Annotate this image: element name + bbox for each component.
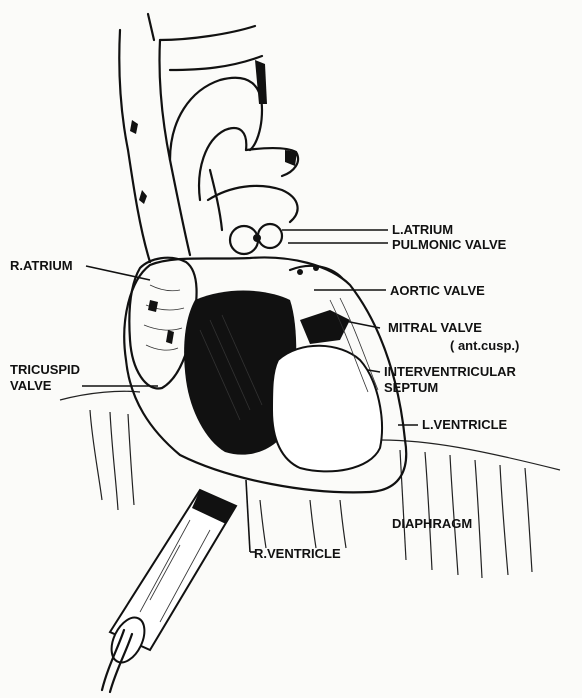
label-aortic-valve: AORTIC VALVE (390, 283, 485, 298)
label-pulmonic-valve: PULMONIC VALVE (392, 237, 507, 252)
label-mitral-valve: MITRAL VALVE (388, 320, 482, 335)
label-interventricular-line1: INTERVENTRICULAR (384, 364, 517, 379)
superior-vena-cava (119, 14, 262, 262)
aorta (170, 60, 298, 230)
label-l-ventricle: L.VENTRICLE (422, 417, 508, 432)
label-tricuspid-line2: VALVE (10, 378, 52, 393)
label-tricuspid-line1: TRICUSPID (10, 362, 80, 377)
transducer-probe (102, 490, 236, 692)
label-r-ventricle: R.VENTRICLE (254, 546, 341, 561)
label-mitral-valve-sub: ( ant.cusp.) (450, 338, 519, 353)
aortic-valve-ring (290, 265, 342, 278)
label-l-atrium: L.ATRIUM (392, 222, 453, 237)
label-r-atrium: R.ATRIUM (10, 258, 73, 273)
label-diaphragm: DIAPHRAGM (392, 516, 472, 531)
label-interventricular-line2: SEPTUM (384, 380, 438, 395)
